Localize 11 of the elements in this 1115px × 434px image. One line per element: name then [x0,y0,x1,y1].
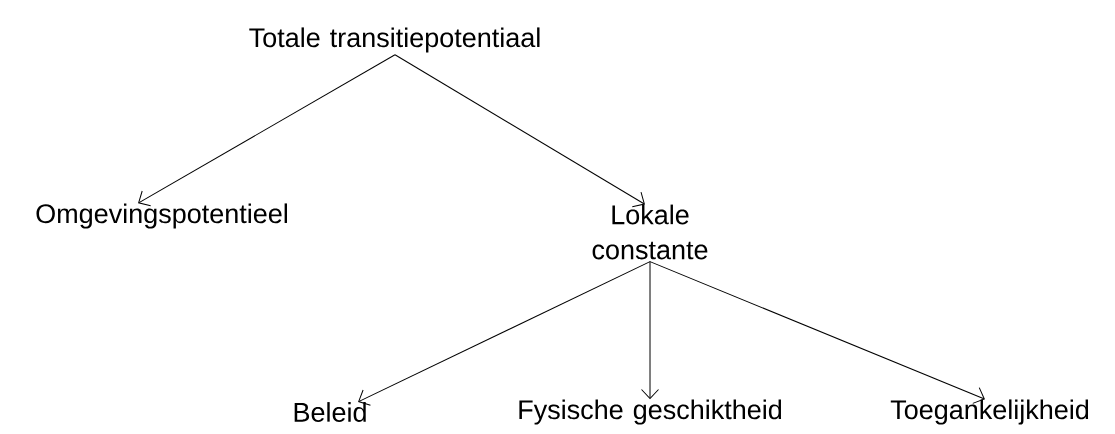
arrow [138,54,396,207]
node-label: Totale transitiepotentiaal [249,27,540,53]
node-label: Beleid [294,402,366,422]
node-label: Toegankelijkheid [890,399,1089,425]
node-label: Fysische geschiktheid [519,399,782,425]
arrow [394,54,645,208]
arrow [641,261,659,399]
arrow [358,261,651,406]
node-label: Lokale constante [592,204,708,260]
node-label: Omgevingspotentieel [36,203,287,229]
arrow [649,261,985,404]
